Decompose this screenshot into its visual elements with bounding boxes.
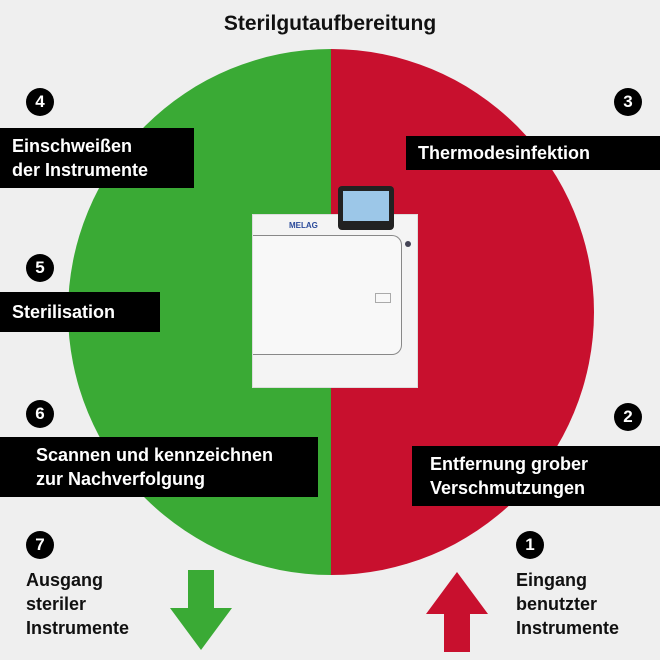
step-2-number: 2 <box>614 403 642 431</box>
step-4-box: Einschweißen der Instrumente <box>0 128 194 188</box>
arrow-down-icon <box>170 570 232 650</box>
exit-line3: Instrumente <box>26 618 130 638</box>
step-4-line1: Einschweißen <box>12 136 133 156</box>
door <box>253 235 402 355</box>
step-6-number: 6 <box>26 400 54 428</box>
step-3-box: Thermodesinfektion <box>406 136 660 170</box>
exit-line1: Ausgang <box>26 570 104 590</box>
exit-line2: steriler <box>26 594 87 614</box>
page-title: Sterilgutaufbereitung <box>223 12 437 35</box>
step-2-line2: Verschmutzungen <box>430 478 586 498</box>
step-5-number: 5 <box>26 254 54 282</box>
door-handle <box>375 293 391 303</box>
step-1-number: 1 <box>516 531 544 559</box>
arrow-up-icon <box>426 572 488 652</box>
step-4-line2: der Instrumente <box>12 160 149 180</box>
step-6-line1: Scannen und kennzeichnen <box>36 445 274 465</box>
step-3-number: 3 <box>614 88 642 116</box>
step-7-number: 7 <box>26 531 54 559</box>
step-5-box: Sterilisation <box>0 292 160 332</box>
step-2-line1: Entfernung grober <box>430 454 588 474</box>
sterilizer-image: MELAG <box>252 214 418 388</box>
entry-line1: Eingang <box>516 570 587 590</box>
step-4-number: 4 <box>26 88 54 116</box>
brand-logo: MELAG <box>289 221 318 230</box>
entry-line3: Instrumente <box>516 618 620 638</box>
step-6-line2: zur Nachverfolgung <box>36 469 206 489</box>
status-icon <box>405 241 411 247</box>
step-6-box: Scannen und kennzeichnen zur Nachverfolgu… <box>0 437 318 497</box>
touch-display <box>338 186 394 230</box>
entry-line2: benutzter <box>516 594 597 614</box>
